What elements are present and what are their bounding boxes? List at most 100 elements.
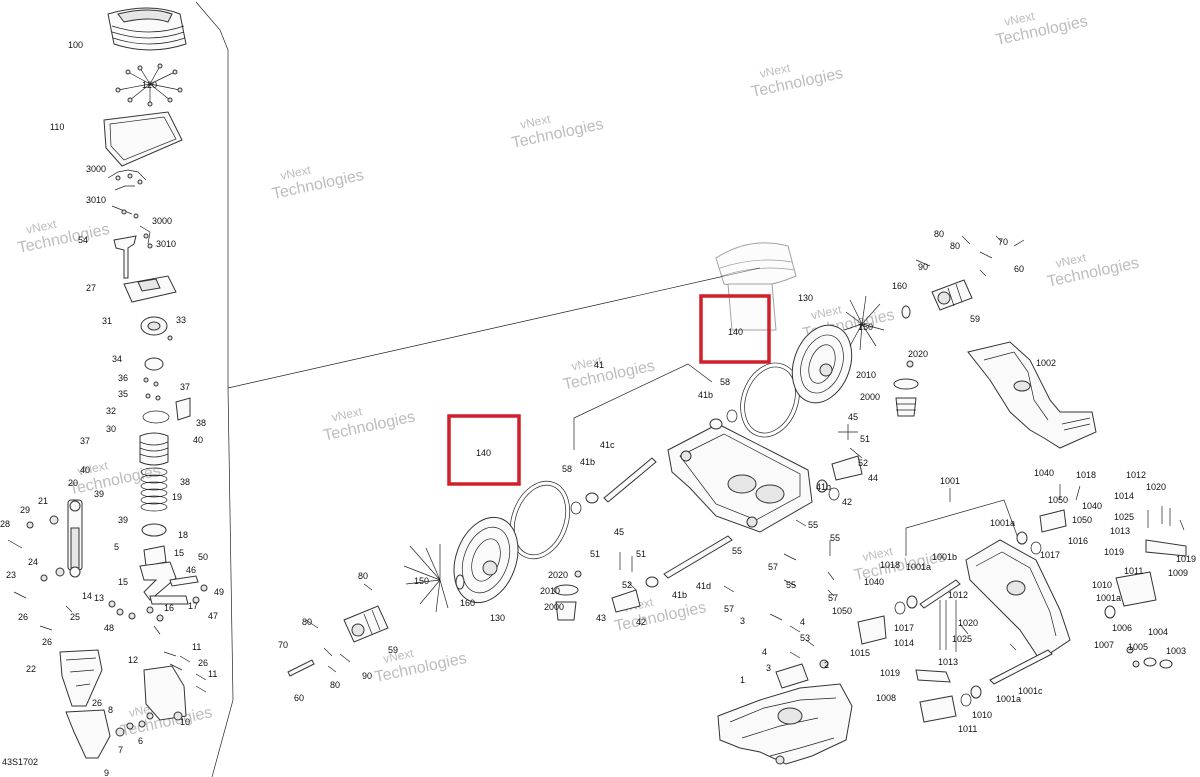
bracket-1016 bbox=[1039, 509, 1067, 533]
callout-label: 30 bbox=[106, 424, 116, 434]
seal-160-upper bbox=[901, 305, 911, 319]
o-ring-32 bbox=[142, 410, 170, 424]
callout-label: 4 bbox=[800, 617, 805, 627]
gasket-110 bbox=[103, 111, 183, 167]
callout-label: 57 bbox=[768, 562, 778, 572]
callout-label: 59 bbox=[970, 314, 980, 324]
gasket-ring-140-upper bbox=[740, 362, 800, 438]
housing-10 bbox=[143, 665, 187, 721]
bolt-60 bbox=[287, 659, 315, 677]
svg-text:vNext: vNext bbox=[1003, 9, 1037, 29]
svg-text:vNext: vNext bbox=[861, 544, 895, 564]
callout-label: 80 bbox=[358, 571, 368, 581]
callout-label: 2020 bbox=[908, 349, 928, 359]
callout-label: 1011 bbox=[958, 724, 977, 734]
callout-label: 1013 bbox=[1110, 526, 1130, 536]
svg-text:vNext: vNext bbox=[76, 458, 110, 478]
callout-label: 41b bbox=[698, 390, 713, 400]
highlight-box-lower-140 bbox=[447, 414, 521, 486]
callout-label: 5 bbox=[114, 542, 119, 552]
callout-label: 39 bbox=[118, 515, 128, 525]
callout-label: 26 bbox=[92, 698, 102, 708]
leader-1001 bbox=[905, 488, 1019, 556]
callout-label: 1001 bbox=[940, 476, 960, 486]
callout-label: 43 bbox=[596, 613, 606, 623]
callout-label: 1001b bbox=[932, 552, 957, 562]
callout-label: 3000 bbox=[86, 164, 106, 174]
callout-label: 41b bbox=[580, 457, 595, 467]
callout-label: 47 bbox=[208, 611, 218, 621]
callout-label: 13 bbox=[94, 593, 104, 603]
callout-label: 150 bbox=[858, 322, 873, 332]
callout-label: 80 bbox=[934, 229, 944, 239]
callout-label: 38 bbox=[180, 477, 190, 487]
svg-text:vNext: vNext bbox=[758, 61, 792, 81]
washer-2010-lower bbox=[553, 584, 579, 596]
callout-label: 1011 bbox=[1124, 566, 1143, 576]
plate-1019-a bbox=[1145, 539, 1187, 557]
callout-label: 46 bbox=[186, 565, 196, 575]
shaft-41d bbox=[663, 535, 733, 579]
callout-label: 1001a bbox=[1096, 593, 1121, 603]
cylinder-30 bbox=[139, 432, 169, 466]
callout-label: 1001c bbox=[1018, 686, 1043, 696]
leader-41 bbox=[573, 363, 713, 450]
callout-label: 53 bbox=[800, 633, 810, 643]
bracket-1015 bbox=[857, 615, 887, 645]
callout-label: 25 bbox=[70, 612, 80, 622]
callout-label: 70 bbox=[278, 640, 288, 650]
callout-label: 14 bbox=[82, 591, 92, 601]
callout-label: 110 bbox=[50, 122, 64, 132]
washer-2010-upper bbox=[893, 378, 919, 390]
callout-label: 54 bbox=[78, 235, 88, 245]
callout-label: 2 bbox=[824, 660, 829, 670]
callout-label: 51 bbox=[860, 434, 870, 444]
leader-engine-link bbox=[227, 267, 761, 389]
bracket-43 bbox=[611, 589, 641, 613]
callout-label: 58 bbox=[720, 377, 730, 387]
callout-label: 26 bbox=[42, 637, 52, 647]
svg-text:vNext: vNext bbox=[330, 404, 364, 424]
callout-label: 1017 bbox=[894, 623, 914, 633]
plug-2000-lower bbox=[555, 601, 577, 621]
callout-label: 1040 bbox=[1082, 501, 1102, 511]
figure-code: 43S1702 bbox=[2, 757, 39, 767]
svg-text:vNext: vNext bbox=[382, 646, 416, 666]
callout-label: 12 bbox=[128, 655, 138, 665]
callout-label: 1019 bbox=[1104, 547, 1124, 557]
callout-label: 24 bbox=[28, 557, 38, 567]
shaft-41c bbox=[603, 457, 657, 503]
callout-label: 58 bbox=[562, 464, 572, 474]
bushing-41b-b bbox=[585, 492, 599, 504]
plate-1019-b bbox=[915, 669, 951, 683]
callout-label: 45 bbox=[848, 412, 858, 422]
callout-label: 70 bbox=[998, 237, 1008, 247]
callout-label: 6 bbox=[138, 736, 143, 746]
callout-label: 57 bbox=[828, 593, 838, 603]
callout-label: 60 bbox=[294, 693, 304, 703]
callout-label: 1005 bbox=[1128, 642, 1148, 652]
shaft-1001b bbox=[919, 579, 961, 609]
callout-label: 1050 bbox=[1072, 515, 1092, 525]
callout-label: 1014 bbox=[1114, 491, 1134, 501]
callout-label: 35 bbox=[118, 389, 128, 399]
seal-160-lower bbox=[455, 574, 465, 590]
callout-label: 120 bbox=[142, 80, 157, 90]
highlight-box-upper-140 bbox=[699, 294, 771, 364]
callout-label: 11 bbox=[192, 642, 201, 652]
callout-label: 1016 bbox=[1068, 536, 1088, 546]
callout-label: 80 bbox=[330, 680, 340, 690]
callout-label: 41 bbox=[594, 360, 604, 370]
callout-label: 1009 bbox=[1168, 568, 1188, 578]
linkage-15 bbox=[139, 561, 177, 601]
callout-label: 1006 bbox=[1112, 623, 1132, 633]
callout-label: 1004 bbox=[1148, 627, 1168, 637]
callout-label: 32 bbox=[106, 406, 116, 416]
callout-label: 1008 bbox=[876, 693, 896, 703]
callout-label: 3010 bbox=[156, 239, 176, 249]
callout-label: 1010 bbox=[1092, 580, 1112, 590]
callout-label: 8 bbox=[108, 705, 113, 715]
svg-text:vNext: vNext bbox=[279, 163, 313, 183]
callout-label: 1001a bbox=[996, 694, 1021, 704]
